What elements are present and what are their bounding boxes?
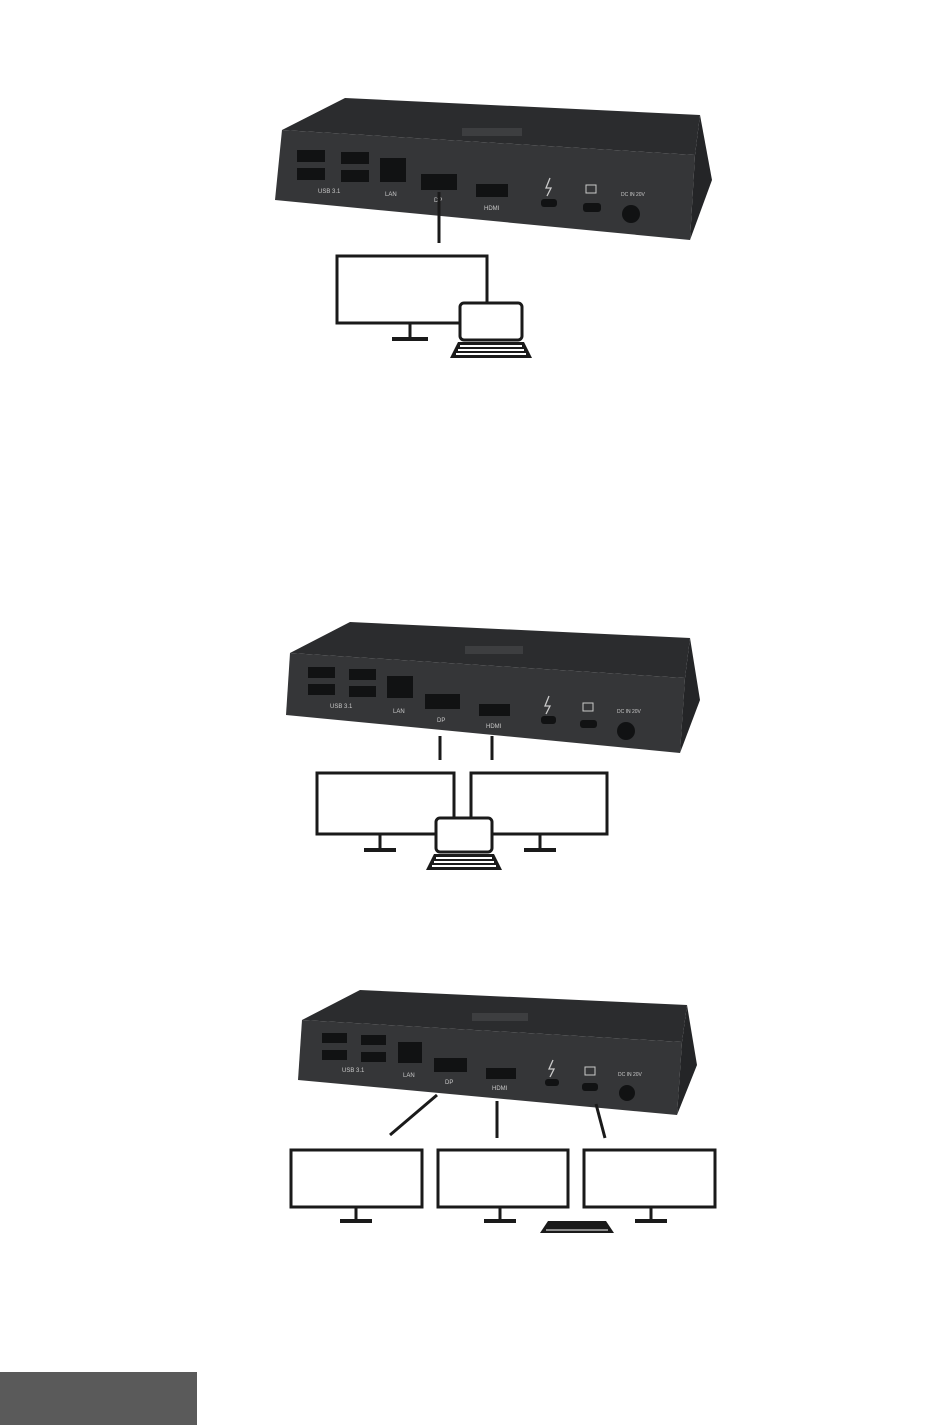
- brand-logo: [462, 128, 522, 136]
- usb-c-display-port: [582, 1083, 598, 1091]
- lan-label: LAN: [385, 192, 397, 198]
- power-jack: [619, 1085, 635, 1101]
- displayport-port: [421, 174, 457, 190]
- thunderbolt-port: [541, 716, 556, 724]
- thunderbolt-port: [541, 199, 557, 207]
- thunderbolt-port: [545, 1079, 559, 1086]
- displayport-port: [434, 1058, 467, 1072]
- connection-cable-usb-c: [596, 1104, 605, 1138]
- brand-logo: [472, 1013, 528, 1021]
- power-label: DC IN 20V: [621, 192, 646, 198]
- lan-port: [387, 676, 413, 698]
- power-jack: [622, 205, 640, 223]
- hdmi-port: [476, 184, 508, 197]
- scene-single-display: USB 3.1 LAN DP HDMI DC IN 20V: [0, 0, 950, 400]
- lan-port: [380, 158, 406, 182]
- usb-label: USB 3.1: [342, 1068, 365, 1074]
- footer-page-tab: [0, 1372, 197, 1425]
- hdmi-port: [486, 1068, 516, 1079]
- tablet-icon: [540, 1221, 614, 1233]
- docking-station: USB 3.1 LAN DP HDMI DC IN 20V: [298, 990, 697, 1115]
- power-label: DC IN 20V: [617, 709, 642, 715]
- usb-c-display-port: [583, 203, 601, 212]
- monitor-2: [438, 1150, 568, 1221]
- hdmi-label: HDMI: [486, 724, 502, 730]
- docking-station: USB 3.1 LAN DP HDMI DC IN 20V: [286, 622, 700, 753]
- hdmi-label: HDMI: [484, 206, 500, 212]
- dp-label: DP: [437, 718, 445, 724]
- monitor-1: [291, 1150, 422, 1221]
- power-label: DC IN 20V: [618, 1072, 643, 1078]
- dp-label: DP: [445, 1080, 453, 1086]
- connection-cable-dp: [390, 1095, 437, 1135]
- lan-port: [398, 1042, 422, 1063]
- usb-label: USB 3.1: [330, 704, 353, 710]
- hdmi-label: HDMI: [492, 1086, 508, 1092]
- scene-dual-display: USB 3.1 LAN DP HDMI DC IN 20V: [0, 600, 950, 900]
- monitor-3: [584, 1150, 715, 1221]
- lan-label: LAN: [403, 1073, 415, 1079]
- usb-label: USB 3.1: [318, 189, 341, 195]
- laptop-icon: [426, 818, 502, 870]
- brand-logo: [465, 646, 523, 654]
- displayport-port: [425, 694, 460, 709]
- laptop-icon: [450, 303, 532, 358]
- power-jack: [617, 722, 635, 740]
- scene-triple-display: USB 3.1 LAN DP HDMI DC IN 20V: [0, 980, 950, 1240]
- docking-station: USB 3.1 LAN DP HDMI DC IN 20V: [275, 98, 712, 240]
- usb-c-display-port: [580, 720, 597, 728]
- lan-label: LAN: [393, 709, 405, 715]
- monitor-1: [317, 773, 454, 850]
- hdmi-port: [479, 704, 510, 716]
